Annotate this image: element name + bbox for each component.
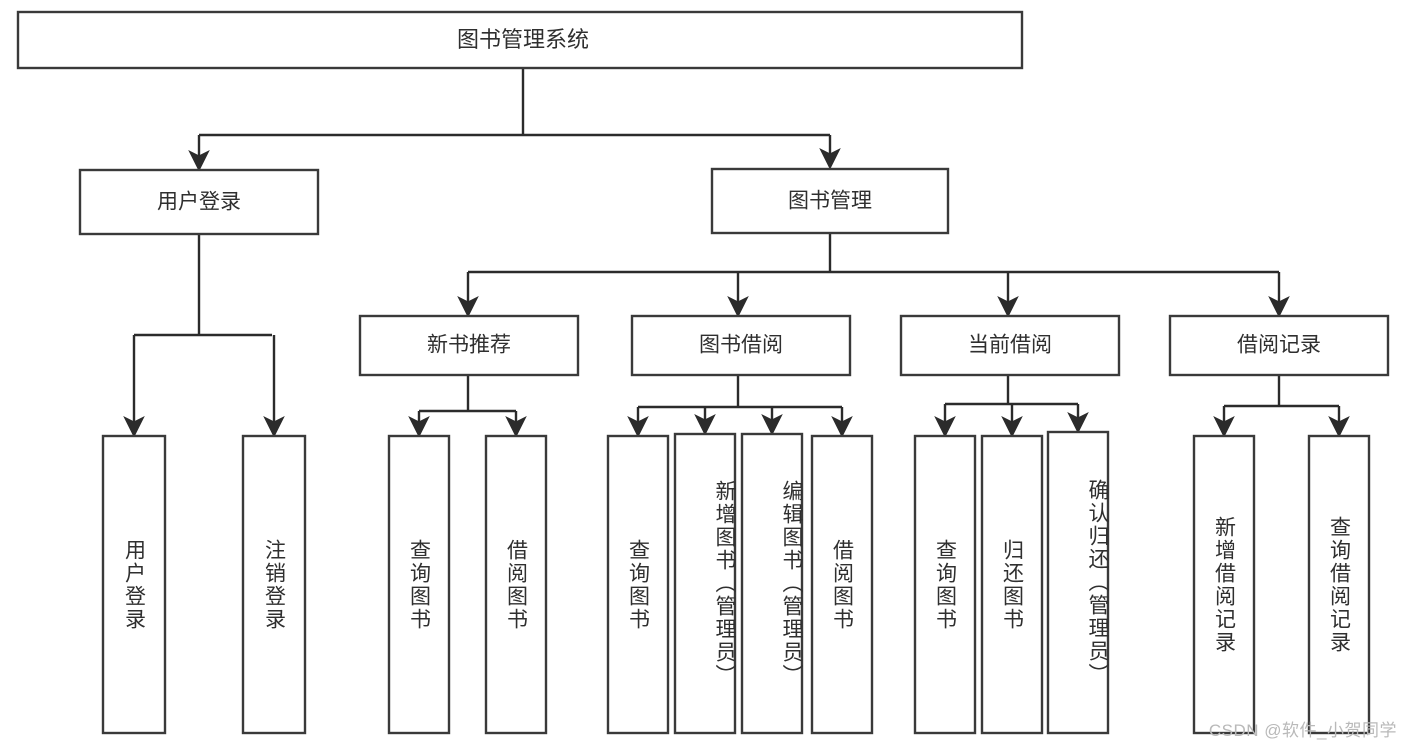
book-borrow-label: 图书借阅	[699, 334, 783, 357]
root-label: 图书管理系统	[457, 27, 589, 52]
leaf-box-query-record[interactable]	[1307, 434, 1371, 735]
new-book-recommend-label: 新书推荐	[427, 334, 511, 357]
node-new-book-recommend[interactable]: 新书推荐	[358, 314, 580, 377]
book-manage-label: 图书管理	[788, 190, 872, 213]
leaf-box-edit-book[interactable]	[740, 432, 804, 735]
leaf-box-query-book-2[interactable]	[606, 434, 670, 735]
node-book-manage[interactable]: 图书管理	[710, 167, 950, 235]
node-user-login[interactable]: 用户登录	[78, 168, 320, 236]
leaf-box-user-login[interactable]	[101, 434, 167, 735]
book-borrow-box[interactable]	[630, 314, 852, 377]
node-borrow-record[interactable]: 借阅记录	[1168, 314, 1390, 377]
leaf-box-borrow-book-1[interactable]	[484, 434, 548, 735]
leaf-box-return-book[interactable]	[980, 434, 1044, 735]
leaf-box-confirm-return[interactable]	[1046, 430, 1110, 735]
leaf-box-add-book[interactable]	[673, 432, 737, 735]
user-login-box[interactable]	[78, 168, 320, 236]
watermark: CSDN @软件_小贺同学	[1208, 721, 1397, 740]
node-current-borrow[interactable]: 当前借阅	[899, 314, 1121, 377]
book-manage-box[interactable]	[710, 167, 950, 235]
borrow-record-label: 借阅记录	[1237, 334, 1321, 357]
leaf-box-query-book-3[interactable]	[913, 434, 977, 735]
leaf-box-query-book-1[interactable]	[387, 434, 451, 735]
current-borrow-label: 当前借阅	[968, 334, 1052, 357]
node-book-borrow[interactable]: 图书借阅	[630, 314, 852, 377]
new-book-recommend-box[interactable]	[358, 314, 580, 377]
user-login-label: 用户登录	[157, 191, 241, 214]
connectors	[123, 68, 1350, 438]
current-borrow-box[interactable]	[899, 314, 1121, 377]
root-box[interactable]	[16, 10, 1024, 70]
leaf-box-add-record[interactable]	[1192, 434, 1256, 735]
leaf-box-logout[interactable]	[241, 434, 307, 735]
leaf-box-borrow-book-2[interactable]	[810, 434, 874, 735]
borrow-record-box[interactable]	[1168, 314, 1390, 377]
leaf-boxes	[101, 430, 1371, 735]
node-root[interactable]: 图书管理系统	[16, 10, 1024, 70]
